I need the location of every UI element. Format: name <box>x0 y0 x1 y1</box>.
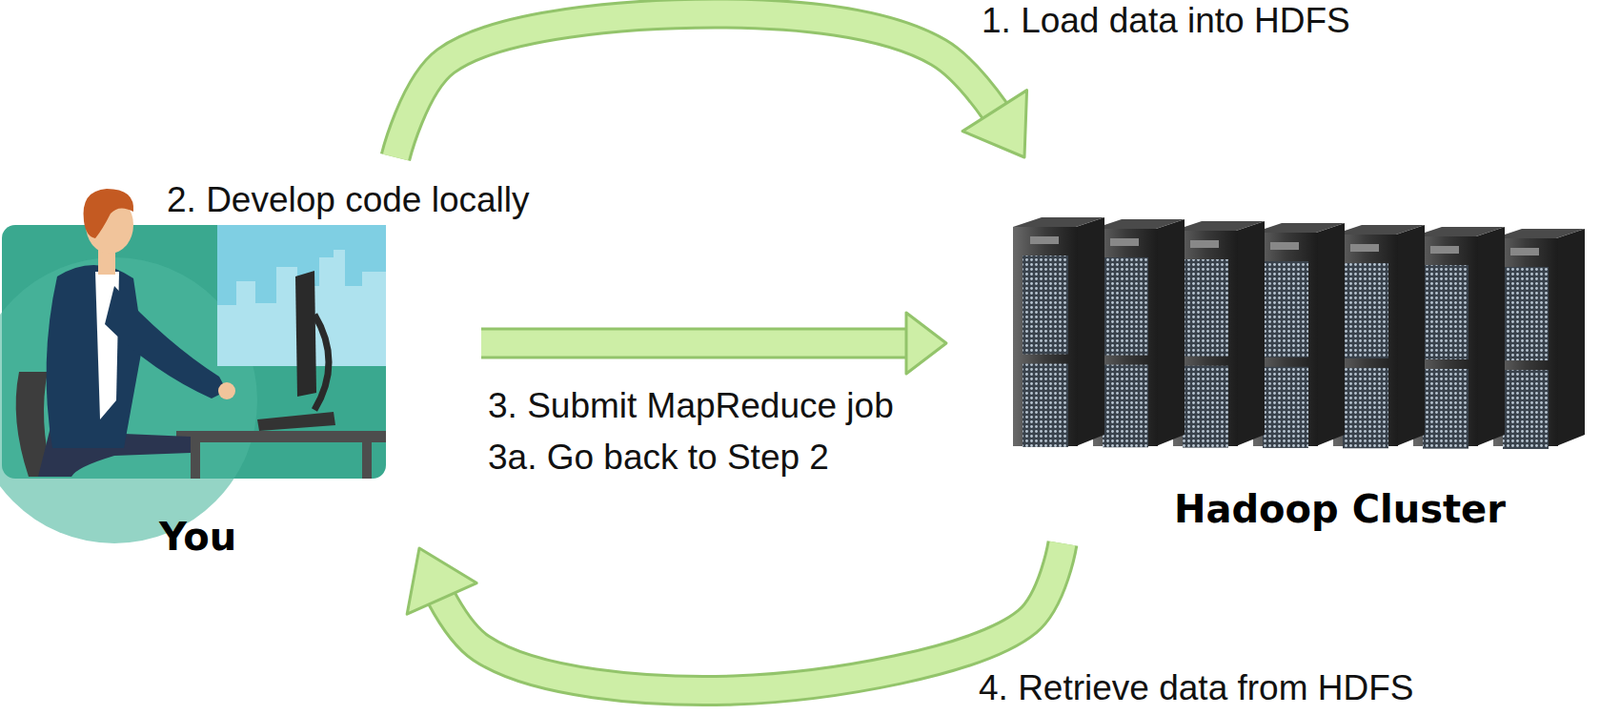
server-tower <box>1093 219 1185 447</box>
flow-arrow <box>395 13 1028 158</box>
server-tower <box>1493 228 1585 449</box>
step-label: 3a. Go back to Step 2 <box>487 438 830 478</box>
server-tower <box>1253 222 1345 448</box>
flow-arrow <box>481 312 947 374</box>
server-tower <box>1173 221 1265 448</box>
server-tower <box>1413 226 1505 449</box>
step-label: 2. Develop code locally <box>166 181 530 221</box>
step-label: 4. Retrieve data from HDFS <box>978 668 1414 709</box>
step-label: 3. Submit MapReduce job <box>487 386 894 426</box>
node-label: Hadoop Cluster <box>1174 486 1506 531</box>
illustrated-node: Hadoop Cluster <box>1012 157 1600 539</box>
server-tower <box>1333 224 1425 448</box>
node-label: You <box>159 514 237 559</box>
step-label: 1. Load data into HDFS <box>981 1 1351 41</box>
person-at-computer <box>0 188 386 544</box>
server-tower <box>1012 217 1105 447</box>
server-rack <box>1012 217 1585 449</box>
flow-arrow <box>406 543 1063 690</box>
illustrated-node: You <box>0 157 396 572</box>
